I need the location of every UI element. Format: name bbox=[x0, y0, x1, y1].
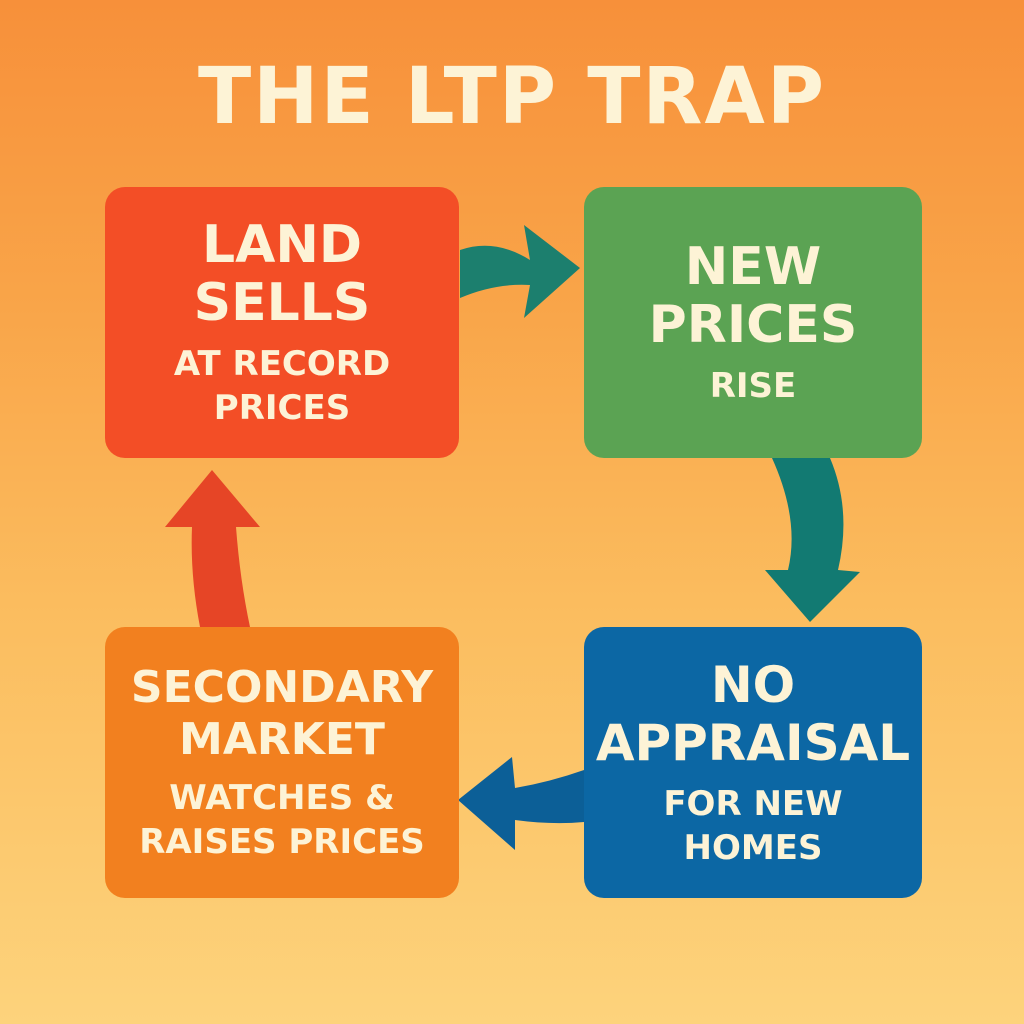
box-no-appraisal-detail: FOR NEW HOMES bbox=[663, 783, 843, 868]
arrow-secondary-to-land bbox=[165, 470, 260, 627]
arrow-land-to-new-prices bbox=[460, 225, 580, 318]
box-land-sells-heading: LAND SELLS bbox=[193, 214, 371, 333]
diagram-title: THE LTP TRAP bbox=[197, 52, 827, 142]
box-new-prices: NEW PRICES RISE bbox=[584, 187, 922, 458]
box-land-sells: LAND SELLS AT RECORD PRICES bbox=[105, 187, 459, 458]
box-no-appraisal: NO APPRAISAL FOR NEW HOMES bbox=[584, 627, 922, 898]
box-new-prices-heading: NEW PRICES bbox=[648, 236, 858, 355]
box-secondary-market-detail: WATCHES & RAISES PRICES bbox=[139, 777, 425, 862]
box-secondary-market: SECONDARY MARKET WATCHES & RAISES PRICES bbox=[105, 627, 459, 898]
arrow-appraisal-to-secondary bbox=[458, 757, 584, 850]
box-land-sells-detail: AT RECORD PRICES bbox=[173, 343, 391, 428]
arrow-new-prices-to-appraisal bbox=[765, 458, 860, 622]
box-secondary-market-heading: SECONDARY MARKET bbox=[130, 661, 434, 765]
box-new-prices-detail: RISE bbox=[709, 365, 797, 406]
box-no-appraisal-heading: NO APPRAISAL bbox=[595, 655, 911, 772]
